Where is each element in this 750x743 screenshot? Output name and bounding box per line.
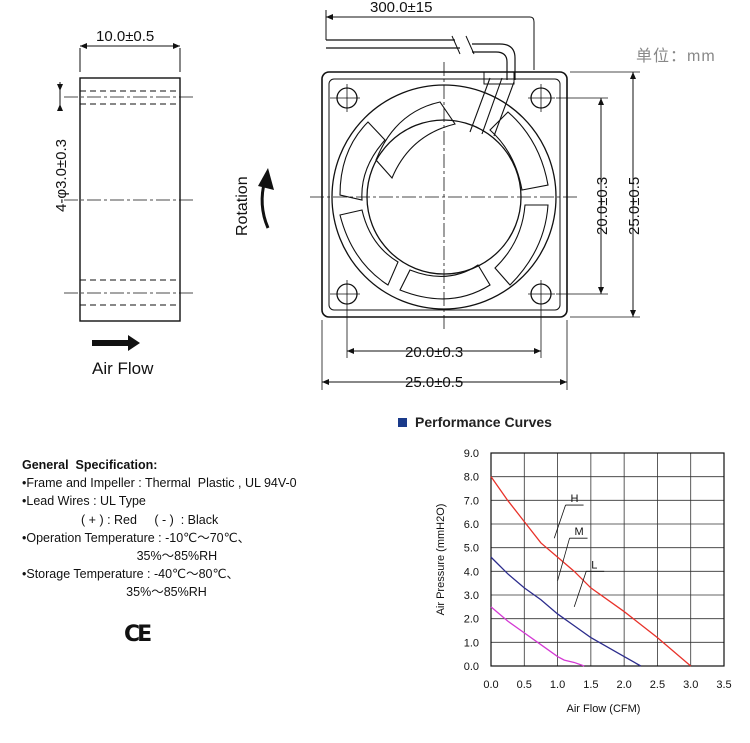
y-tick-label: 3.0 bbox=[464, 590, 479, 602]
spec-line: •Operation Temperature : -10℃～70℃、 bbox=[22, 530, 251, 545]
series-label-L: L bbox=[591, 559, 597, 571]
frame-width-dim: 25.0±0.5 bbox=[405, 374, 463, 391]
y-tick-label: 4.0 bbox=[464, 566, 479, 578]
title-square-icon bbox=[398, 418, 407, 427]
plot-frame bbox=[490, 452, 725, 667]
performance-chart: 0.0 0.5 1.0 1.5 2.0 2.5 3.0 3.5 0.0 1.0 2.0 3.0 4.0 5… bbox=[435, 448, 732, 715]
x-tick-label: 3.5 bbox=[716, 679, 731, 691]
hole-dim: 4-φ3.0±0.3 bbox=[53, 139, 70, 212]
series-leader-L bbox=[573, 571, 587, 607]
series-leader-H bbox=[553, 504, 566, 539]
spec-heading: General Specification: bbox=[22, 458, 158, 472]
y-tick-label: 2.0 bbox=[464, 614, 479, 626]
series-leader-M bbox=[557, 538, 570, 581]
ce-mark: CE bbox=[124, 622, 152, 647]
x-axis-label: Air Flow (CFM) bbox=[567, 703, 641, 715]
series-label-H: H bbox=[571, 493, 579, 505]
spec-line: 35%～85%RH bbox=[22, 585, 207, 600]
series-label-M: M bbox=[575, 526, 584, 538]
spec-line: •Storage Temperature : -40℃～80℃、 bbox=[22, 567, 240, 582]
hole-pitch-vertical-dim: 20.0±0.3 bbox=[594, 177, 611, 235]
performance-title-text: Performance Curves bbox=[415, 414, 552, 430]
x-tick-label: 2.0 bbox=[616, 679, 631, 691]
y-axis-label: Air Pressure (mmH2O) bbox=[435, 504, 447, 616]
spec-line: 35%～85%RH bbox=[22, 549, 218, 564]
x-tick-label: 0.0 bbox=[483, 679, 498, 691]
unit-label: 单位：mm bbox=[636, 48, 716, 65]
wire-length-dim: 300.0±15 bbox=[370, 0, 432, 16]
y-tick-label: 0.0 bbox=[464, 661, 479, 673]
series-line-H bbox=[490, 476, 692, 667]
series-line-L bbox=[490, 606, 585, 667]
x-tick-label: 3.0 bbox=[683, 679, 698, 691]
spec-line: ( + ) : Red ( - ) : Black bbox=[22, 512, 219, 527]
x-tick-label: 2.5 bbox=[650, 679, 665, 691]
performance-title: Performance Curves bbox=[398, 414, 552, 430]
frame-height-dim: 25.0±0.5 bbox=[626, 177, 643, 235]
y-tick-label: 9.0 bbox=[464, 448, 479, 460]
y-tick-label: 8.0 bbox=[464, 472, 479, 484]
y-tick-label: 5.0 bbox=[464, 543, 479, 555]
rotation-label: Rotation bbox=[234, 176, 251, 236]
x-tick-label: 1.0 bbox=[550, 679, 565, 691]
y-tick-label: 6.0 bbox=[464, 519, 479, 531]
airflow-label: Air Flow bbox=[92, 359, 154, 378]
side-width-dim: 10.0±0.5 bbox=[96, 28, 154, 45]
spec-line: •Frame and Impeller : Thermal Plastic , … bbox=[22, 476, 297, 491]
front-view bbox=[258, 10, 640, 390]
y-tick-label: 7.0 bbox=[464, 495, 479, 507]
side-view bbox=[57, 43, 195, 351]
hole-pitch-horizontal-dim: 20.0±0.3 bbox=[405, 344, 463, 361]
y-tick-label: 1.0 bbox=[464, 637, 479, 649]
x-tick-label: 0.5 bbox=[517, 679, 532, 691]
x-tick-label: 1.5 bbox=[583, 679, 598, 691]
spec-line: •Lead Wires : UL Type bbox=[22, 494, 146, 509]
general-specification: General Specification: •Frame and Impell… bbox=[22, 456, 297, 602]
series-line-M bbox=[490, 556, 642, 667]
